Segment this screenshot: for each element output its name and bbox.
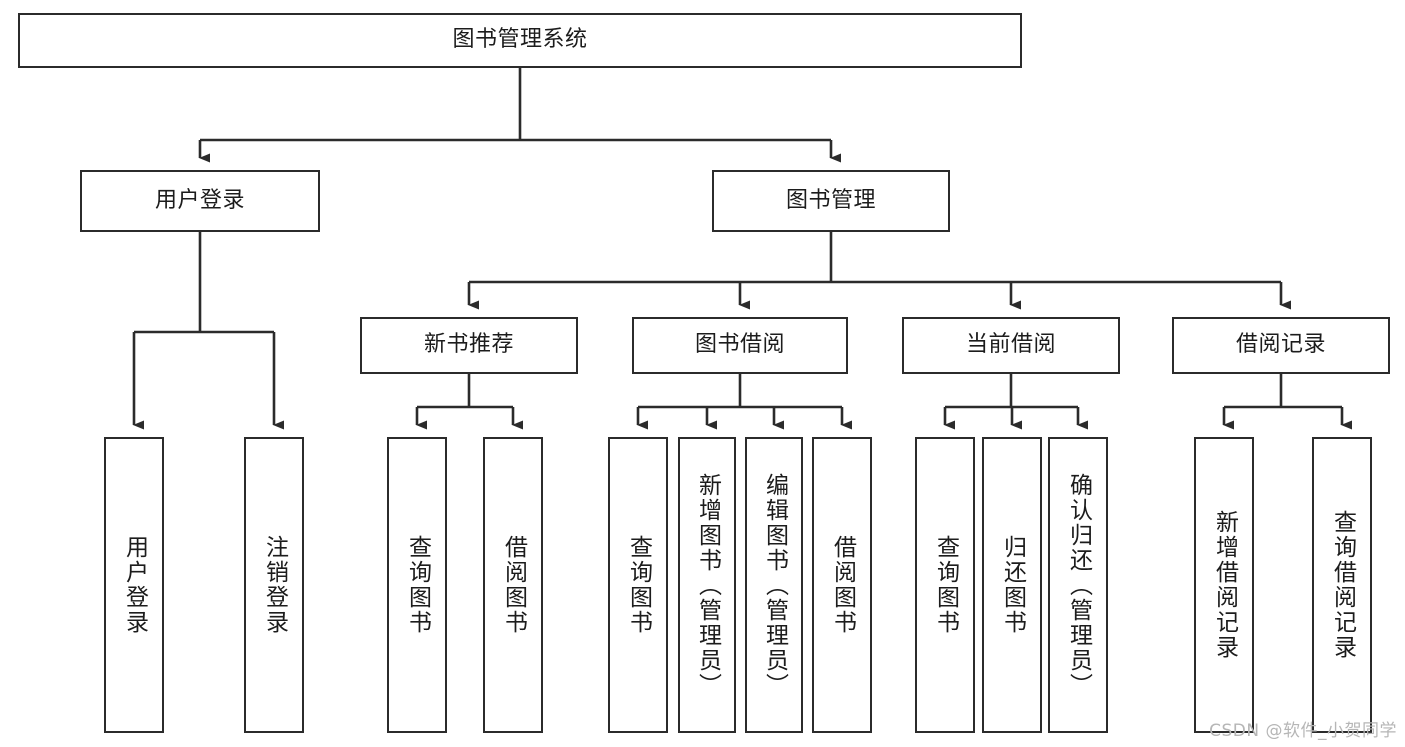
leaf-user-login[interactable]: 用户登录 (104, 437, 164, 733)
node-book-management-label: 图书管理 (785, 187, 876, 213)
node-current-borrow[interactable]: 当前借阅 (902, 317, 1120, 374)
node-root-label: 图书管理系统 (452, 27, 588, 53)
leaf-record-query-record-label: 查询借阅记录 (1329, 510, 1356, 660)
node-book-borrow[interactable]: 图书借阅 (632, 317, 848, 374)
leaf-recommend-query-book[interactable]: 查询图书 (387, 437, 447, 733)
leaf-borrow-query-book[interactable]: 查询图书 (608, 437, 668, 733)
node-new-book-recommend[interactable]: 新书推荐 (360, 317, 578, 374)
node-book-borrow-label: 图书借阅 (694, 332, 785, 358)
leaf-user-login-label: 用户登录 (121, 535, 148, 635)
leaf-borrow-edit-book[interactable]: 编辑图书（管理员） (745, 437, 803, 733)
leaf-borrow-borrow-book-label: 借阅图书 (829, 535, 856, 635)
leaf-borrow-add-book-label: 新增图书（管理员） (694, 472, 721, 698)
leaf-record-add-record-label: 新增借阅记录 (1211, 510, 1238, 660)
leaf-borrow-add-book[interactable]: 新增图书（管理员） (678, 437, 736, 733)
leaf-current-query-book-label: 查询图书 (932, 535, 959, 635)
leaf-recommend-query-book-label: 查询图书 (404, 535, 431, 635)
node-user-login[interactable]: 用户登录 (80, 170, 320, 232)
leaf-record-add-record[interactable]: 新增借阅记录 (1194, 437, 1254, 733)
node-root[interactable]: 图书管理系统 (18, 13, 1022, 68)
node-new-book-recommend-label: 新书推荐 (423, 332, 514, 358)
node-borrow-record-label: 借阅记录 (1235, 332, 1326, 358)
leaf-borrow-borrow-book[interactable]: 借阅图书 (812, 437, 872, 733)
leaf-recommend-borrow-book[interactable]: 借阅图书 (483, 437, 543, 733)
leaf-logout-label: 注销登录 (261, 535, 288, 635)
node-book-management[interactable]: 图书管理 (712, 170, 950, 232)
leaf-current-return-book-label: 归还图书 (999, 535, 1026, 635)
leaf-current-query-book[interactable]: 查询图书 (915, 437, 975, 733)
leaf-current-confirm-return-label: 确认归还（管理员） (1065, 472, 1092, 698)
leaf-current-confirm-return[interactable]: 确认归还（管理员） (1048, 437, 1108, 733)
node-user-login-label: 用户登录 (154, 187, 245, 213)
leaf-record-query-record[interactable]: 查询借阅记录 (1312, 437, 1372, 733)
leaf-borrow-query-book-label: 查询图书 (625, 535, 652, 635)
leaf-current-return-book[interactable]: 归还图书 (982, 437, 1042, 733)
node-borrow-record[interactable]: 借阅记录 (1172, 317, 1390, 374)
leaf-borrow-edit-book-label: 编辑图书（管理员） (761, 472, 788, 698)
node-current-borrow-label: 当前借阅 (965, 332, 1056, 358)
leaf-recommend-borrow-book-label: 借阅图书 (500, 535, 527, 635)
leaf-logout[interactable]: 注销登录 (244, 437, 304, 733)
